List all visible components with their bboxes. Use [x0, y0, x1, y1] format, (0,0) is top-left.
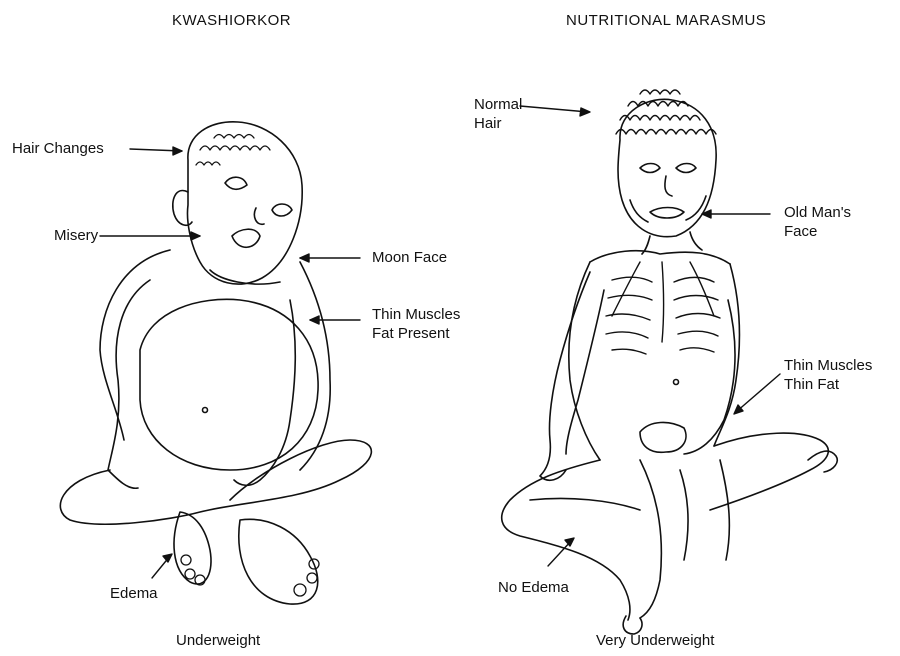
label-kwash-muscles-line1: Thin Muscles [372, 305, 460, 324]
maras-eye-left [640, 164, 660, 173]
label-normal-hair: Normal Hair [474, 95, 522, 133]
kwash-foot-left [174, 512, 211, 584]
kwash-navel [203, 408, 208, 413]
label-old-mans-face-line1: Old Man's [784, 203, 851, 222]
maras-navel [674, 380, 679, 385]
maras-right-arm [684, 300, 735, 454]
label-old-mans-face-line2: Face [784, 222, 851, 241]
label-moon-face: Moon Face [372, 248, 447, 267]
kwash-eye-left [225, 177, 247, 189]
kwashiorkor-caption: Underweight [176, 632, 260, 649]
label-edema: Edema [110, 584, 158, 603]
maras-left-arm-inner [566, 290, 604, 454]
kwash-legs [60, 440, 371, 524]
label-normal-hair-line2: Hair [474, 114, 522, 133]
maras-left-arm [540, 272, 590, 480]
arrow-normal-hair [520, 106, 588, 112]
kwash-right-arm [234, 300, 295, 485]
maras-head [618, 99, 716, 236]
label-maras-muscles: Thin Muscles Thin Fat [784, 356, 872, 394]
maras-shoulders [590, 251, 730, 264]
kwash-mouth [232, 229, 260, 247]
maras-nose [665, 176, 672, 196]
label-kwash-muscles: Thin Muscles Fat Present [372, 305, 460, 343]
kwash-ear [173, 191, 192, 226]
kwash-left-arm [108, 280, 150, 488]
label-misery: Misery [54, 226, 98, 245]
maras-torso [569, 262, 740, 460]
maras-shin-right [680, 460, 729, 560]
label-kwash-muscles-line2: Fat Present [372, 324, 460, 343]
arrow-maras-muscles [736, 374, 780, 412]
kwash-nose [254, 208, 264, 224]
kwash-toes [181, 555, 319, 596]
kwash-belly [140, 299, 318, 470]
maras-neck [642, 232, 702, 254]
marasmus-caption: Very Underweight [596, 632, 714, 649]
kwash-hair [196, 135, 270, 166]
label-maras-muscles-line1: Thin Muscles [784, 356, 872, 375]
maras-fist [640, 422, 686, 452]
maras-mouth [650, 208, 684, 219]
kwashiorkor-child-drawing [60, 122, 371, 604]
maras-eye-right [676, 164, 696, 173]
label-hair-changes: Hair Changes [12, 139, 104, 158]
label-no-edema: No Edema [498, 578, 569, 597]
maras-ribs [606, 262, 720, 354]
label-maras-muscles-line2: Thin Fat [784, 375, 872, 394]
kwash-eye-right [272, 204, 292, 216]
label-normal-hair-line1: Normal [474, 95, 522, 114]
label-old-mans-face: Old Man's Face [784, 203, 851, 241]
